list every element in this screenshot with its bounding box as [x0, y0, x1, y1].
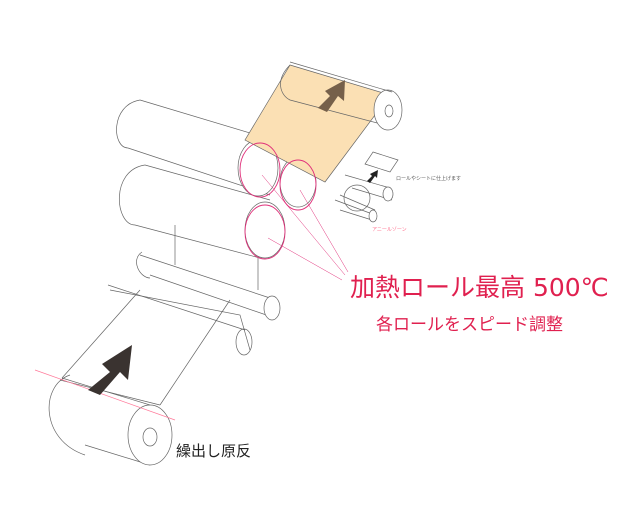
feed-roll	[34, 369, 176, 466]
feed-roll-label: 繰出し原反	[176, 442, 252, 460]
speed-adjust-label: 各ロールをスピード調整	[376, 315, 563, 335]
up-arrow-icon	[318, 80, 345, 112]
output-sheet	[244, 61, 403, 183]
heating-roll-label: 加熱ロール最高 500℃	[350, 273, 609, 302]
heated-roll-highlights	[239, 142, 349, 281]
up-arrow-icon	[88, 345, 132, 395]
finishing-rollers	[334, 151, 399, 223]
feed-sheet	[61, 284, 253, 406]
anneal-zone-label: アニールゾーン	[372, 227, 407, 233]
finish-label: ロールやシートに仕上げます	[396, 176, 462, 182]
guide-roller	[136, 251, 281, 321]
up-arrow-icon	[367, 170, 378, 183]
